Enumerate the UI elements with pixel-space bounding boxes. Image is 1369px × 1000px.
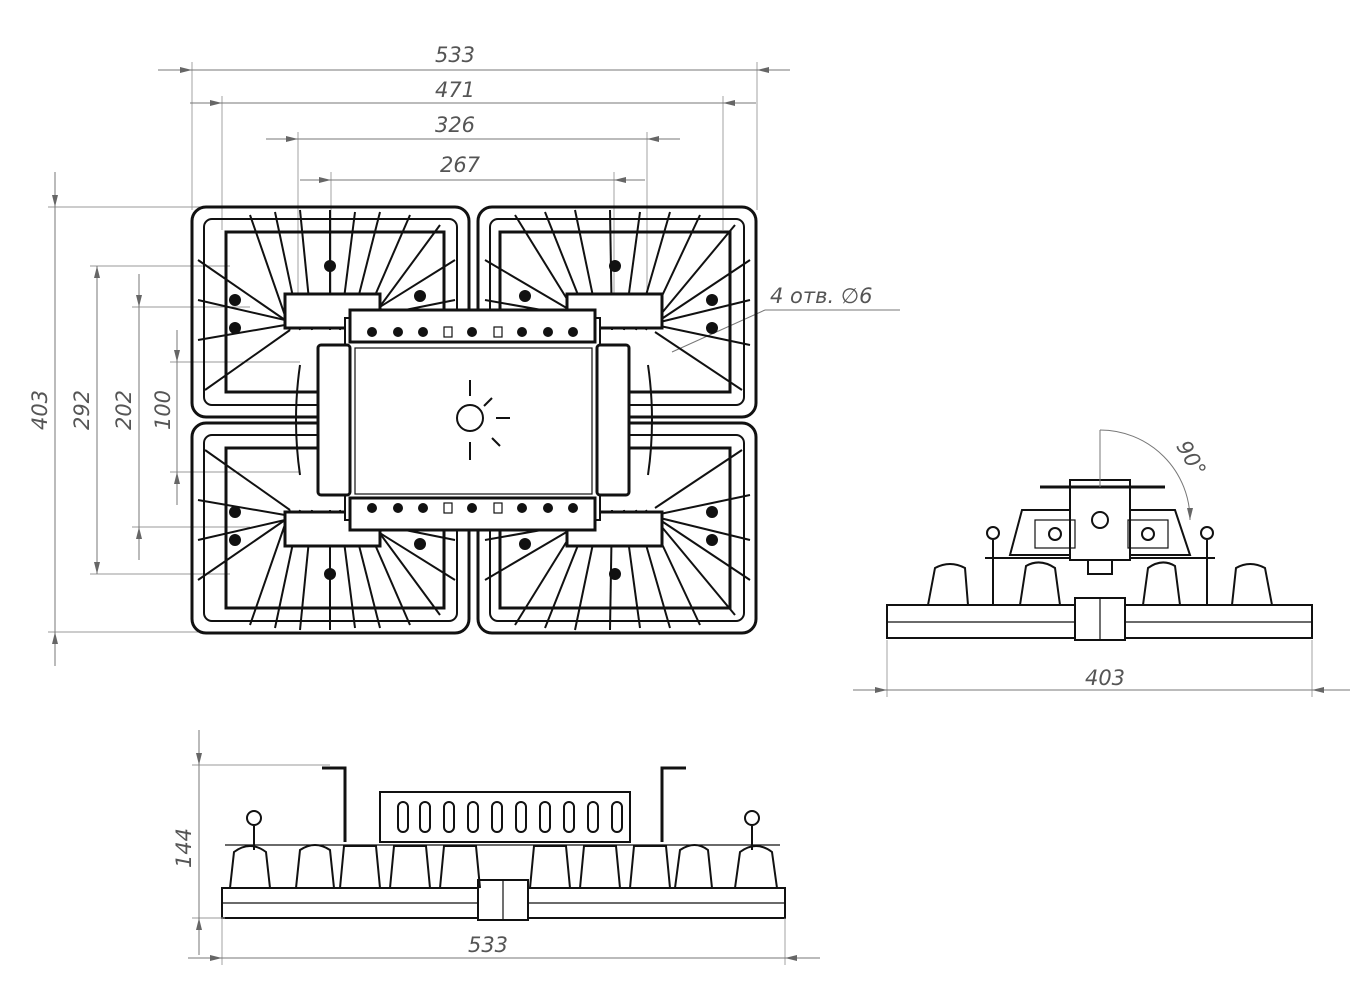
dim-side-width: 403 [1085,666,1125,690]
dim-overall-height: 403 [28,390,52,430]
dim-height-202: 202 [112,390,136,430]
dim-overall-width: 533 [435,43,475,67]
side-view: 90° 403 [853,429,1350,697]
dim-height-292: 292 [70,390,94,430]
central-bracket [295,308,653,532]
dim-height-100: 100 [151,390,175,430]
dim-front-height: 144 [172,828,196,868]
dim-bracket-width: 326 [435,113,475,137]
front-view: 144 533 [172,730,820,965]
dim-front-width: 533 [468,933,508,957]
plan-view [190,205,758,635]
dim-mount-width: 471 [435,78,475,102]
hole-note: 4 отв. ∅6 [770,284,873,308]
dim-inner-width: 267 [440,153,481,177]
plan-view-dimensions: 533 471 326 267 403 292 [28,43,900,666]
light-symbol-icon [456,380,510,460]
